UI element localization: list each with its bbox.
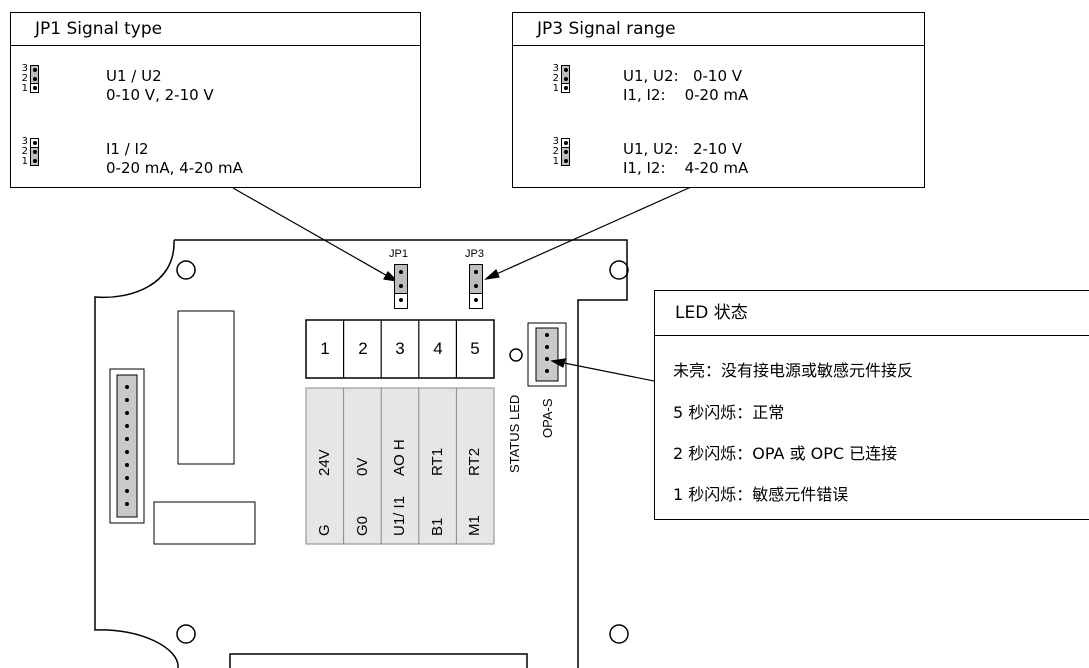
jp3-box-title: JP3 Signal range: [513, 13, 924, 46]
terminal-1: 1: [320, 339, 330, 358]
jp3-option1-line2: I1, I2: 0-20 mA: [623, 86, 749, 104]
jumper-cap: [561, 65, 570, 84]
pin-number: 2: [552, 146, 559, 157]
jp3-arrow: [491, 186, 692, 277]
led-status-line-3: 2 秒闪烁：OPA 或 OPC 已连接: [673, 444, 898, 463]
terminal-label-g0: G0: [354, 515, 371, 536]
led-status-line-4: 1 秒闪烁：敏感元件错误: [673, 485, 849, 504]
pin-number: 1: [552, 83, 559, 94]
terminal-5: 5: [470, 339, 480, 358]
board-jp1-label: JP1: [389, 248, 408, 260]
jp1-signal-type-box: JP1 Signal type 3 2 1 U1 / U2 0-10 V, 2-…: [10, 12, 421, 188]
jp3-option2-line1: U1, U2: 2-10 V: [623, 140, 743, 158]
pin-number: 2: [552, 73, 559, 84]
terminal-label-24v: 24V: [316, 449, 333, 476]
pin-number: 1: [21, 156, 28, 167]
board-jp1-cap: [394, 264, 408, 294]
jp1-arrow: [232, 187, 392, 279]
jp3-option2-line2: I1, I2: 4-20 mA: [623, 159, 749, 177]
terminal-label-g: G: [316, 524, 333, 536]
terminal-label-ao-h: AO H: [391, 439, 408, 476]
jumper-cap: [30, 147, 39, 166]
pin-number: 1: [21, 83, 28, 94]
terminal-block: [305, 319, 495, 379]
led-status-line-2: 5 秒闪烁：正常: [673, 403, 785, 422]
jumper-cap: [561, 147, 570, 166]
jp3-option1-line1: U1, U2: 0-10 V: [623, 67, 743, 85]
pin-number: 1: [552, 156, 559, 167]
jp1-option1-line1: U1 / U2: [106, 67, 162, 85]
terminal-label-m1: M1: [466, 515, 483, 536]
status-led: [509, 348, 523, 362]
led-status-box: LED 状态 未亮：没有接电源或敏感元件接反 5 秒闪烁：正常 2 秒闪烁：OP…: [654, 290, 1089, 520]
terminal-label-rt2: RT2: [466, 447, 483, 476]
jp1-box-title: JP1 Signal type: [11, 13, 420, 46]
pin-number: 2: [21, 73, 28, 84]
jp1-option2-line2: 0-20 mA, 4-20 mA: [106, 159, 243, 177]
terminal-label-0v: 0V: [354, 457, 371, 476]
terminal-4: 4: [433, 339, 443, 358]
component-small: [153, 501, 256, 545]
terminal-label-rt1: RT1: [429, 447, 446, 476]
component-large: [177, 310, 235, 465]
pin-number: 3: [21, 63, 28, 74]
mount-hole-bl: [176, 624, 196, 644]
led-arrow: [558, 361, 665, 384]
terminal-label-u1-i1: U1/ I1: [391, 495, 408, 536]
pin-number: 2: [21, 146, 28, 157]
terminal-2: 2: [358, 339, 368, 358]
terminal-label-strip: [305, 387, 495, 545]
terminal-label-b1: B1: [429, 517, 446, 536]
status-led-label: STATUS LED: [507, 394, 522, 473]
terminal-3: 3: [395, 339, 405, 358]
pcb-outline: [94, 239, 628, 668]
pin-number: 3: [552, 136, 559, 147]
board-jp3-label: JP3: [465, 248, 484, 260]
led-status-line-1: 未亮：没有接电源或敏感元件接反: [673, 361, 914, 380]
jp1-option2-line1: I1 / I2: [106, 140, 149, 158]
mount-hole-tr: [609, 260, 629, 280]
jumper-cap: [30, 65, 39, 84]
opa-s-label: OPA-S: [540, 398, 555, 439]
led-box-title: LED 状态: [655, 291, 1089, 336]
jp1-option1-line2: 0-10 V, 2-10 V: [106, 86, 214, 104]
jp3-signal-range-box: JP3 Signal range 3 2 1 U1, U2: 0-10 V I1…: [512, 12, 925, 188]
mount-hole-br: [609, 624, 629, 644]
mount-hole-tl: [176, 260, 196, 280]
pin-number: 3: [552, 63, 559, 74]
pin-number: 3: [21, 136, 28, 147]
board-jp3-cap: [469, 264, 483, 294]
